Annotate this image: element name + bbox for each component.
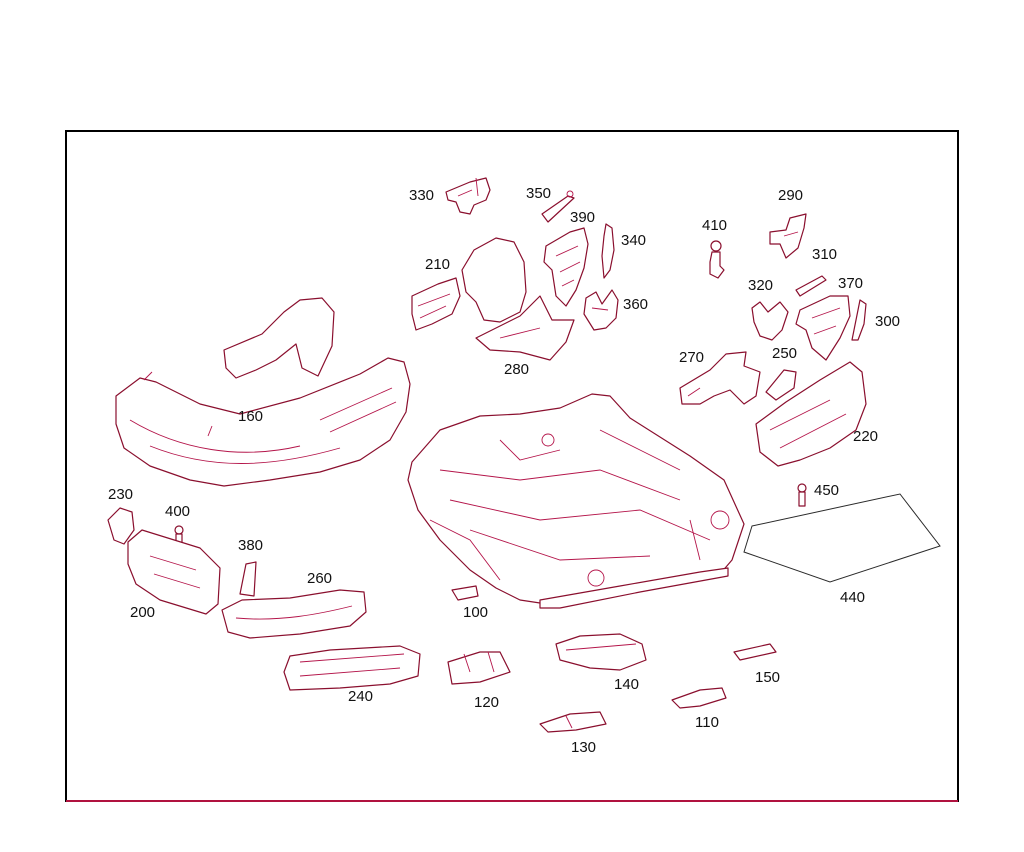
part-370[interactable] bbox=[795, 295, 851, 361]
part-450[interactable] bbox=[797, 483, 807, 507]
part-150[interactable] bbox=[733, 643, 777, 661]
part-100[interactable] bbox=[451, 585, 479, 601]
callout-130: 130 bbox=[571, 739, 596, 756]
callout-220: 220 bbox=[853, 428, 878, 445]
part-300[interactable] bbox=[851, 299, 867, 341]
callout-270: 270 bbox=[679, 349, 704, 366]
part-260[interactable] bbox=[221, 589, 367, 639]
callout-110: 110 bbox=[695, 714, 719, 731]
part-230[interactable] bbox=[107, 507, 135, 545]
part-320[interactable] bbox=[751, 301, 789, 341]
part-280[interactable] bbox=[475, 295, 575, 361]
callout-250: 250 bbox=[772, 345, 797, 362]
callout-120: 120 bbox=[474, 694, 499, 711]
callout-410: 410 bbox=[702, 217, 727, 234]
callout-310: 310 bbox=[812, 246, 837, 263]
part-140[interactable] bbox=[555, 633, 647, 671]
part-240[interactable] bbox=[283, 645, 421, 691]
part-310[interactable] bbox=[795, 275, 827, 297]
part-120[interactable] bbox=[447, 651, 511, 685]
part-340[interactable] bbox=[601, 223, 615, 279]
part-350[interactable] bbox=[541, 190, 575, 223]
callout-440: 440 bbox=[840, 589, 865, 606]
callout-100: 100 bbox=[463, 604, 488, 621]
part-380[interactable] bbox=[239, 561, 257, 597]
callout-140: 140 bbox=[614, 676, 639, 693]
callout-370: 370 bbox=[838, 275, 863, 292]
part-220[interactable] bbox=[755, 361, 867, 467]
part-330[interactable] bbox=[445, 177, 491, 215]
callout-200: 200 bbox=[130, 604, 155, 621]
callout-280: 280 bbox=[504, 361, 529, 378]
callout-330: 330 bbox=[409, 187, 434, 204]
callout-290: 290 bbox=[778, 187, 803, 204]
callout-210: 210 bbox=[425, 256, 450, 273]
part-130[interactable] bbox=[539, 711, 607, 733]
part-290[interactable] bbox=[769, 213, 807, 259]
callout-230: 230 bbox=[108, 486, 133, 503]
callout-320: 320 bbox=[748, 277, 773, 294]
callout-450: 450 bbox=[814, 482, 839, 499]
callout-160: 160 bbox=[238, 408, 263, 425]
callout-340: 340 bbox=[621, 232, 646, 249]
callout-360: 360 bbox=[623, 296, 648, 313]
part-250[interactable] bbox=[765, 369, 797, 401]
callout-350: 350 bbox=[526, 185, 551, 202]
part-160[interactable] bbox=[115, 297, 411, 487]
part-410[interactable] bbox=[709, 240, 725, 279]
part-210[interactable] bbox=[411, 237, 527, 331]
callout-260: 260 bbox=[307, 570, 332, 587]
part-440[interactable] bbox=[743, 493, 941, 583]
part-270[interactable] bbox=[679, 351, 761, 405]
part-390[interactable] bbox=[543, 227, 589, 307]
callout-390: 390 bbox=[570, 209, 595, 226]
callout-400: 400 bbox=[165, 503, 190, 520]
part-200[interactable] bbox=[127, 529, 221, 615]
part-seat-frame[interactable] bbox=[407, 393, 745, 609]
part-360[interactable] bbox=[583, 289, 619, 331]
part-110[interactable] bbox=[671, 687, 727, 709]
callout-240: 240 bbox=[348, 688, 373, 705]
callout-300: 300 bbox=[875, 313, 900, 330]
callout-380: 380 bbox=[238, 537, 263, 554]
callout-150: 150 bbox=[755, 669, 780, 686]
